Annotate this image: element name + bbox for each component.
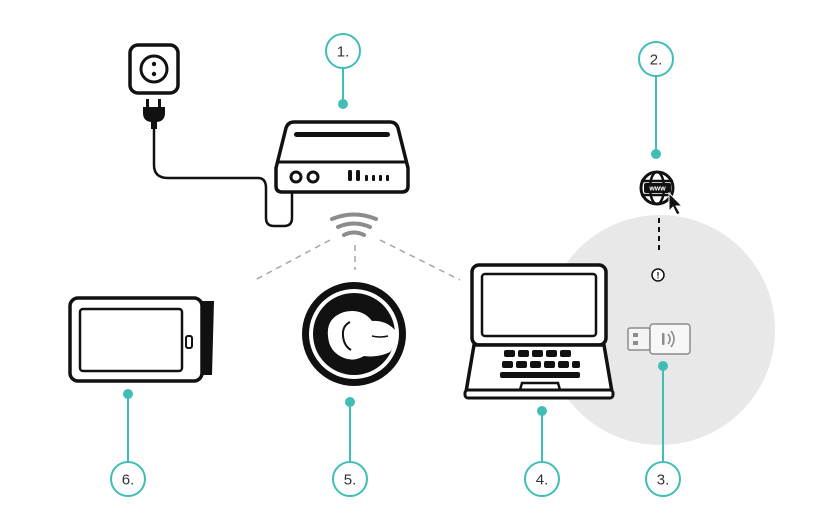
- globe-www-label: www: [648, 186, 666, 193]
- router-icon: [274, 120, 410, 194]
- marker-3: 3.: [645, 461, 681, 497]
- connection-line-tablet: [254, 239, 331, 281]
- marker-5-label: 5.: [344, 472, 357, 489]
- power-plug-icon: [143, 99, 165, 129]
- leader-dot-3: [658, 361, 668, 371]
- connection-line-laptop: [379, 239, 461, 281]
- marker-1-label: 1.: [337, 44, 350, 61]
- marker-1: 1.: [325, 33, 361, 69]
- leader-dot-1: [338, 99, 348, 109]
- globe-www-icon: www: [639, 170, 675, 206]
- tablet-icon: [68, 296, 214, 383]
- marker-4: 4.: [524, 461, 560, 497]
- wifi-connection-lines: [254, 239, 461, 281]
- marker-2: 2.: [638, 41, 674, 77]
- leader-dot-6: [123, 389, 133, 399]
- power-outlet-icon: [128, 43, 180, 95]
- app-logo-icon: [302, 282, 406, 386]
- leader-dot-4: [537, 406, 547, 416]
- leader-dot-5: [345, 397, 355, 407]
- leader-dot-2: [651, 149, 661, 159]
- wifi-signal-icon: [330, 212, 378, 237]
- warning-label: !: [657, 271, 660, 281]
- warning-icon: !: [651, 268, 665, 282]
- laptop-icon: [463, 263, 615, 400]
- marker-3-label: 3.: [657, 472, 670, 489]
- marker-5: 5.: [332, 461, 368, 497]
- cursor-arrow-icon: [668, 191, 684, 216]
- marker-4-label: 4.: [536, 472, 549, 489]
- marker-2-label: 2.: [650, 52, 663, 69]
- usb-wifi-dongle-icon: [627, 323, 691, 355]
- power-cable: [152, 129, 294, 228]
- leader-lines: [123, 68, 668, 462]
- marker-6: 6.: [110, 461, 146, 497]
- marker-6-label: 6.: [122, 472, 135, 489]
